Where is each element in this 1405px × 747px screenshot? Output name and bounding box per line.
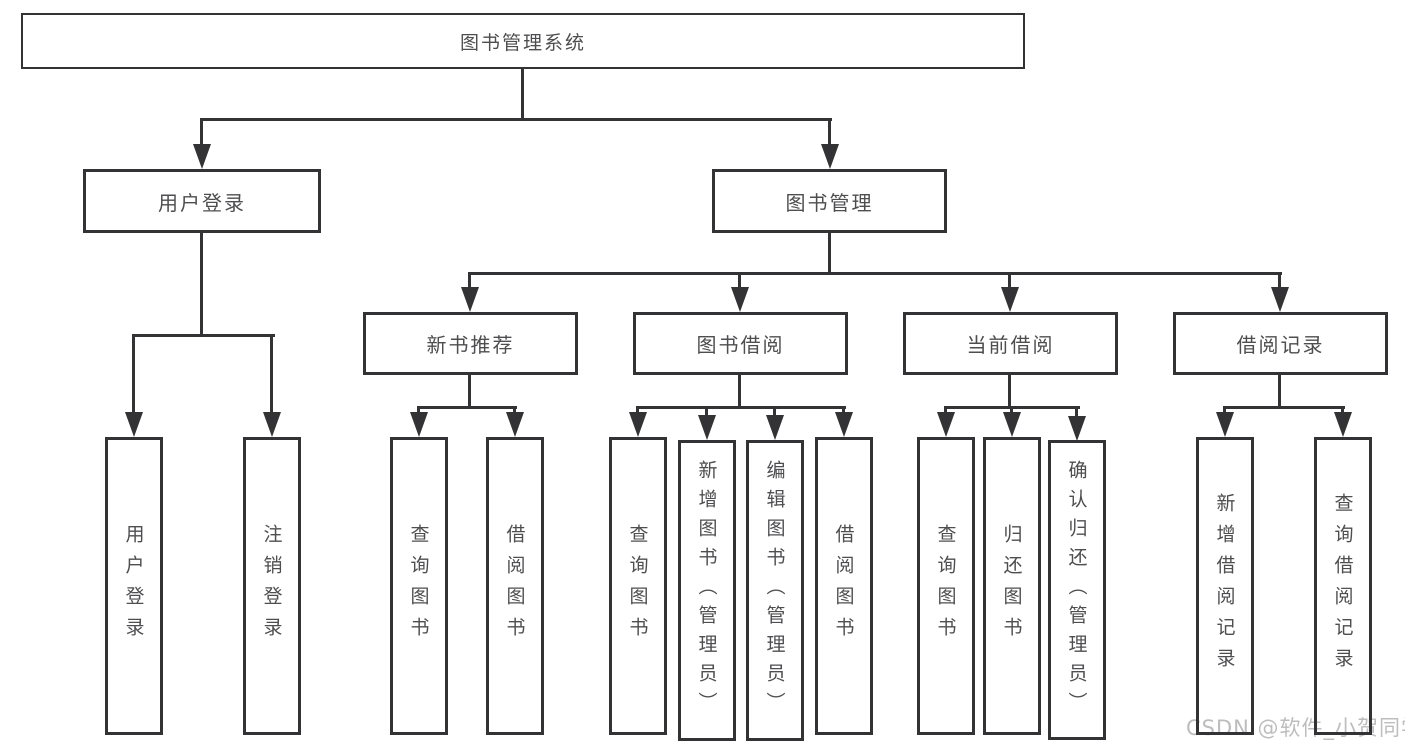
node-label: 图书管理 [785,190,874,215]
connector-line [738,272,741,292]
leaf-label: 确认归还（管理员） [1065,459,1088,721]
connector-line [200,233,203,336]
connector-line [1278,272,1281,292]
node-label: 图书管理系统 [459,31,586,54]
arrowhead-down [461,287,479,312]
connector-line [828,233,831,274]
leaf-borrowing-borrow-books: 借阅图书 [815,437,873,735]
leaf-label: 查询图书 [934,524,957,648]
node-book-management: 图书管理 [712,169,947,233]
connector-line [828,118,831,146]
arrowhead-down [629,412,647,437]
arrowhead-down [263,412,281,437]
arrowhead-down [835,412,853,437]
arrowhead-down [1068,416,1086,441]
node-label: 用户登录 [158,190,246,215]
leaf-label: 归还图书 [1000,524,1023,648]
connector-line [200,118,203,146]
leaf-label: 编辑图书（管理员） [763,460,786,721]
connector-line [1008,375,1011,408]
connector-line [1278,375,1281,408]
leaf-label: 借阅图书 [832,524,855,648]
connector-line [468,272,1282,275]
connector-line [773,406,776,420]
connector-line [468,272,471,292]
leaf-borrowing-edit-books: 编辑图书（管理员） [746,440,804,741]
arrowhead-down [1003,412,1021,437]
connector-line [1223,406,1345,409]
node-book-borrowing: 图书借阅 [633,312,848,375]
leaf-label: 查询借阅记录 [1331,493,1354,679]
node-current-borrowing: 当前借阅 [903,312,1118,375]
leaf-label: 用户登录 [122,524,145,648]
connector-line [468,375,471,408]
connector-line [417,406,517,409]
node-borrowing-records: 借阅记录 [1173,312,1388,375]
leaf-borrowing-add-books: 新增图书（管理员） [678,440,736,741]
arrowhead-down [766,415,784,440]
leaf-recommend-borrow-books: 借阅图书 [486,437,544,735]
node-user-login: 用户登录 [83,169,321,233]
leaf-label: 新增图书（管理员） [695,460,718,721]
leaf-current-query-books: 查询图书 [917,437,975,735]
connector-line [738,375,741,408]
leaf-borrowing-query-books: 查询图书 [609,437,667,735]
leaf-logout: 注销登录 [243,437,301,735]
arrowhead-down [1271,287,1289,312]
watermark: CSDN @软件_小贺同学 [1186,716,1405,740]
connector-line [705,406,708,420]
arrowhead-down [410,412,428,437]
arrowhead-down [125,412,143,437]
node-label: 借阅记录 [1236,333,1325,357]
arrowhead-down [1001,287,1019,312]
leaf-label: 查询图书 [407,524,430,648]
leaf-records-add: 新增借阅记录 [1196,437,1254,735]
node-label: 图书借阅 [696,333,785,357]
arrowhead-down [821,144,839,169]
node-root: 图书管理系统 [21,13,1025,69]
leaf-current-return-books: 归还图书 [983,437,1041,735]
node-label: 当前借阅 [966,333,1055,357]
leaf-recommend-query-books: 查询图书 [390,437,448,735]
arrowhead-down [506,412,524,437]
connector-line [636,406,846,409]
connector-line [1008,272,1011,292]
leaf-label: 注销登录 [260,524,283,648]
leaf-user-login: 用户登录 [105,437,163,735]
connector-line [270,334,273,412]
arrowhead-down [1216,412,1234,437]
leaf-label: 新增借阅记录 [1213,493,1236,679]
connector-line [132,334,135,412]
arrowhead-down [193,144,211,169]
node-new-book-recommend: 新书推荐 [363,312,578,375]
arrowhead-down [731,287,749,312]
leaf-records-query: 查询借阅记录 [1314,437,1372,735]
connector-line [521,69,524,120]
leaf-label: 查询图书 [626,524,649,648]
arrowhead-down [937,412,955,437]
leaf-current-confirm-return: 确认归还（管理员） [1048,440,1106,740]
node-label: 新书推荐 [426,333,515,357]
connector-line [1075,406,1078,420]
arrowhead-down [698,415,716,440]
arrowhead-down [1334,412,1352,437]
connector-line [132,334,275,337]
leaf-label: 借阅图书 [503,524,526,648]
connector-line [200,118,832,121]
